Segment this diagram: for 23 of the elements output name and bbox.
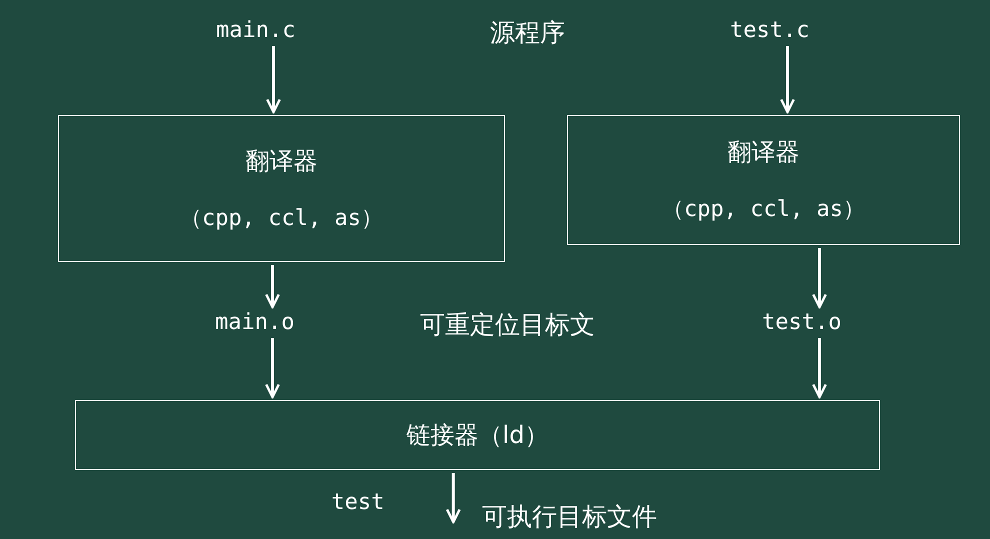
edge-label: test	[331, 490, 384, 514]
process-box	[58, 115, 505, 262]
arrow	[265, 265, 280, 308]
file-name: test.o	[762, 310, 842, 335]
file-name: main.c	[216, 18, 296, 43]
process-box	[567, 115, 960, 245]
box-title: 翻译器	[246, 146, 318, 176]
process-box	[75, 400, 880, 470]
box-subtitle: （cpp, ccl, as）	[180, 204, 383, 232]
arrow	[266, 46, 281, 114]
arrow	[446, 473, 461, 524]
annotation-text: 可重定位目标文	[420, 309, 595, 341]
arrow	[812, 248, 827, 308]
arrow	[812, 338, 827, 398]
file-name: main.o	[215, 310, 294, 335]
box-title: 链接器（ld）	[406, 420, 548, 451]
annotation-text: 源程序	[490, 17, 565, 49]
box-subtitle: （cpp, ccl, as）	[662, 196, 865, 224]
annotation-text: 可执行目标文件	[482, 501, 657, 533]
arrow	[265, 338, 280, 398]
box-title: 翻译器	[728, 137, 800, 168]
arrow	[780, 46, 795, 114]
file-name: test.c	[730, 18, 810, 43]
